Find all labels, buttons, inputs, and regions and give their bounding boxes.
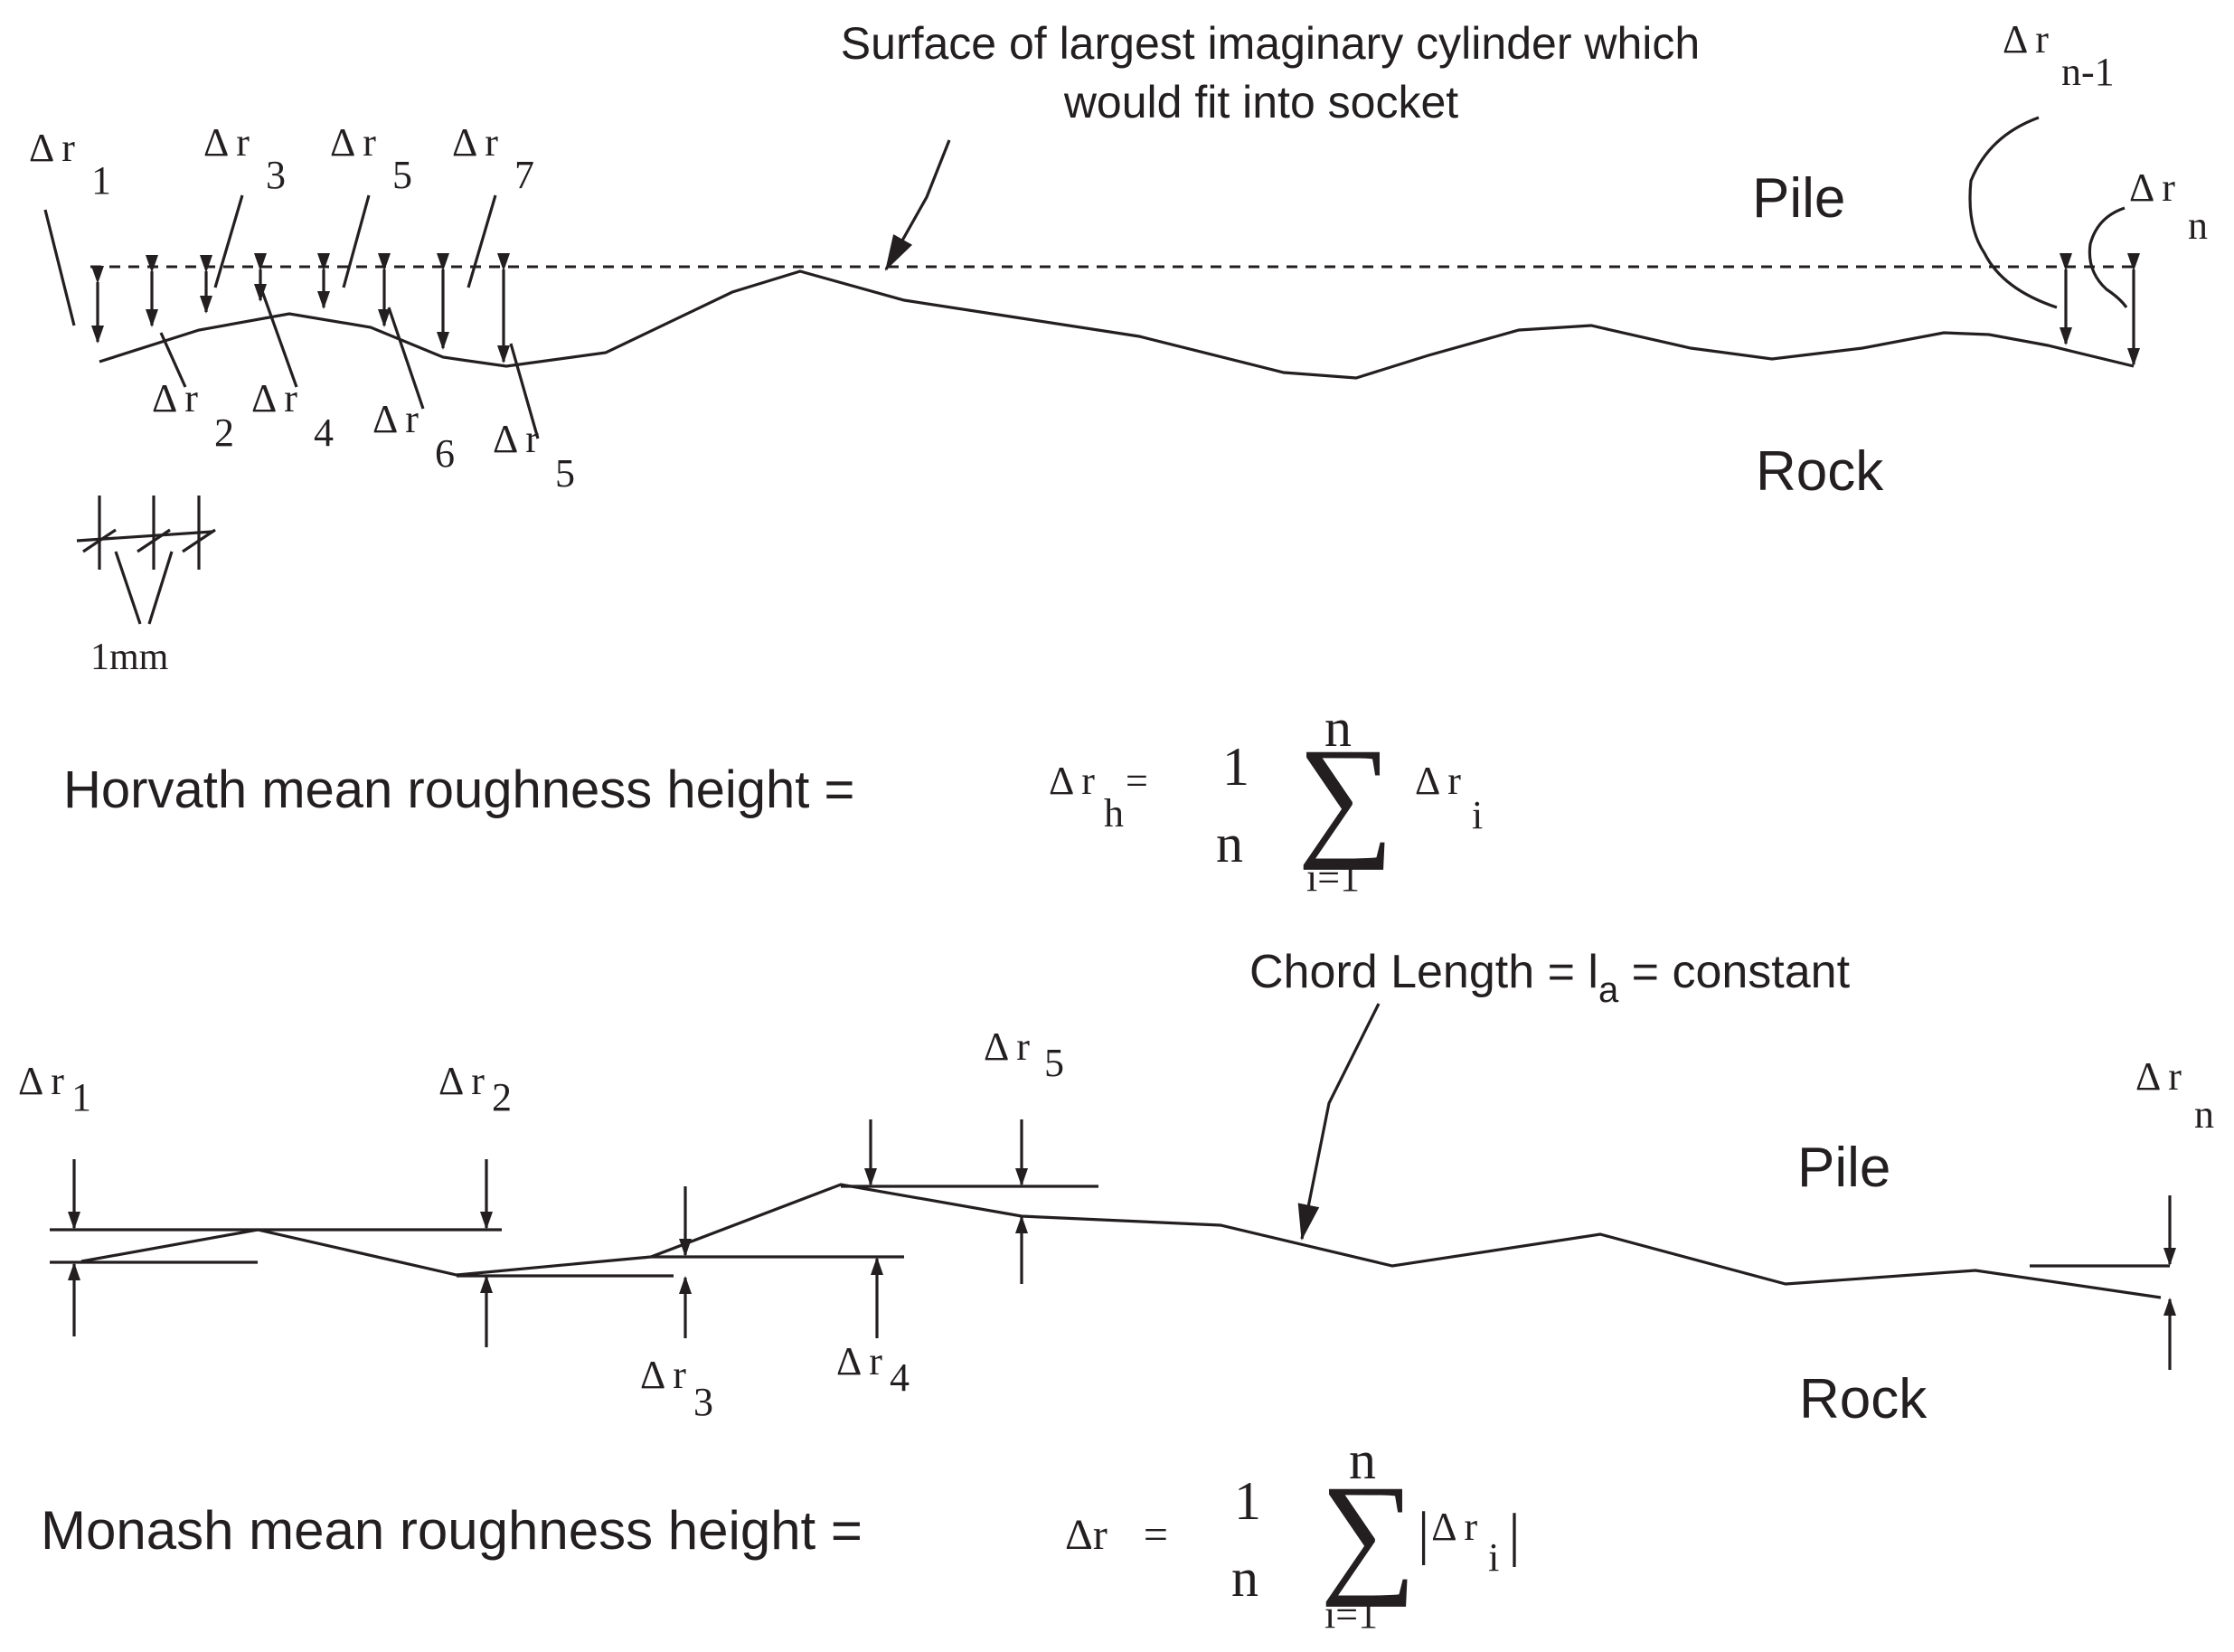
horvath-diagram: Surface of largest imaginary cylinder wh… [29,17,2208,678]
rock-label-bottom: Rock [1799,1368,1928,1430]
monash-sum-sign: ∑ [1320,1458,1417,1608]
downward-arrows [68,1119,2176,1266]
svg-text:Δr4: Δr4 [836,1339,910,1400]
upward-arrows [68,1215,2176,1370]
svg-text:Δr3: Δr3 [203,120,286,197]
svg-text:Δr3: Δr3 [640,1353,713,1424]
svg-text:Δr2: Δr2 [152,376,234,455]
monash-denominator: n [1231,1548,1258,1608]
socket-profile [99,269,2135,380]
svg-text:Δr7: Δr7 [452,120,534,197]
scale-bar: 1mm [76,496,216,678]
monash-diagram: Chord Length = la = constant Pile Rock Δ… [18,946,2214,1430]
cylinder-callout-arrow [884,139,951,271]
rock-label-top: Rock [1756,440,1884,503]
svg-text:Δr6: Δr6 [372,397,455,476]
horvath-sum-lower: i=1 [1306,855,1360,900]
svg-text:Δr4: Δr4 [251,376,334,455]
horvath-numerator: 1 [1222,737,1249,797]
horvath-sum-upper: n [1324,698,1352,758]
delta-r-arrows [91,253,2140,366]
monash-numerator: 1 [1234,1471,1261,1531]
cylinder-callout-line2: would fit into socket [1063,77,1458,127]
horvath-denominator: n [1216,814,1243,873]
leader-lines [43,116,2128,439]
monash-sum-lower: i=1 [1324,1592,1378,1637]
svg-text:Δr1: Δr1 [29,126,111,203]
svg-text:Δr2: Δr2 [438,1059,512,1119]
horvath-label: Horvath mean roughness height = [63,760,854,819]
svg-text:Δr5: Δr5 [330,120,412,197]
monash-lhs: Δr= [1065,1511,1168,1559]
svg-text:Δr5: Δr5 [493,417,575,496]
chord-profile [80,1183,2162,1299]
chord-callout: Chord Length = la = constant [1249,946,1851,1010]
pile-label-top: Pile [1752,167,1845,230]
svg-text:Δr1: Δr1 [18,1059,91,1119]
reference-lines [50,1185,2170,1278]
monash-sum-upper: n [1349,1430,1376,1490]
horvath-sum-sign: ∑ [1297,721,1394,871]
cylinder-callout-line1: Surface of largest imaginary cylinder wh… [841,18,1700,69]
pile-label-bottom: Pile [1797,1137,1890,1199]
svg-text:Δrn: Δrn [2135,1054,2214,1137]
monash-label: Monash mean roughness height = [41,1500,862,1561]
monash-formula: Monash mean roughness height = Δr= 1 n n… [41,1430,1521,1637]
chord-callout-arrow [1297,1003,1381,1241]
scale-label: 1mm [90,637,169,678]
svg-text:Δr5: Δr5 [984,1024,1064,1085]
